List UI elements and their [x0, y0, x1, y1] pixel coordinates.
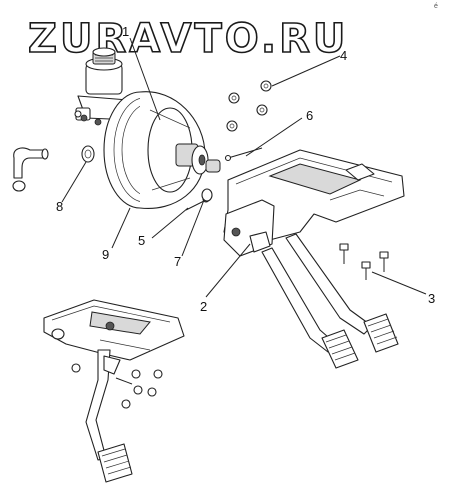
callout-8: 8 — [56, 199, 63, 214]
vacuum-hose-part-8 — [12, 145, 95, 192]
nuts-part-4 — [226, 80, 272, 132]
bushing — [205, 159, 221, 173]
watermark-text: ZURAVTO.RU — [28, 16, 348, 62]
callout-9: 9 — [102, 247, 109, 262]
callout-3: 3 — [428, 291, 435, 306]
pedal-bracket-assembly — [223, 149, 405, 257]
callout-6: 6 — [306, 108, 313, 123]
fluid-reservoir — [85, 47, 123, 95]
leader-lines — [61, 37, 427, 298]
lower-pedal-bracket — [43, 299, 185, 361]
corner-mark: é — [434, 3, 438, 10]
pin-part-6 — [224, 147, 263, 162]
lower-pedal-pad — [97, 443, 133, 483]
callout-5: 5 — [138, 233, 145, 248]
pedal-pad-left — [321, 329, 359, 369]
callout-7: 7 — [174, 254, 181, 269]
bolts-part-3 — [339, 243, 389, 280]
brake-booster-assembly — [74, 47, 209, 210]
callout-1: 1 — [122, 24, 129, 39]
lower-fasteners — [71, 363, 163, 409]
callout-4: 4 — [340, 48, 347, 63]
pedal-pad-right — [363, 313, 399, 353]
lower-pedal — [85, 349, 133, 483]
vacuum-booster — [103, 91, 209, 210]
brake-and-clutch-pedals — [261, 233, 399, 369]
callout-2: 2 — [200, 299, 207, 314]
retaining-clip-part-7 — [201, 188, 213, 202]
